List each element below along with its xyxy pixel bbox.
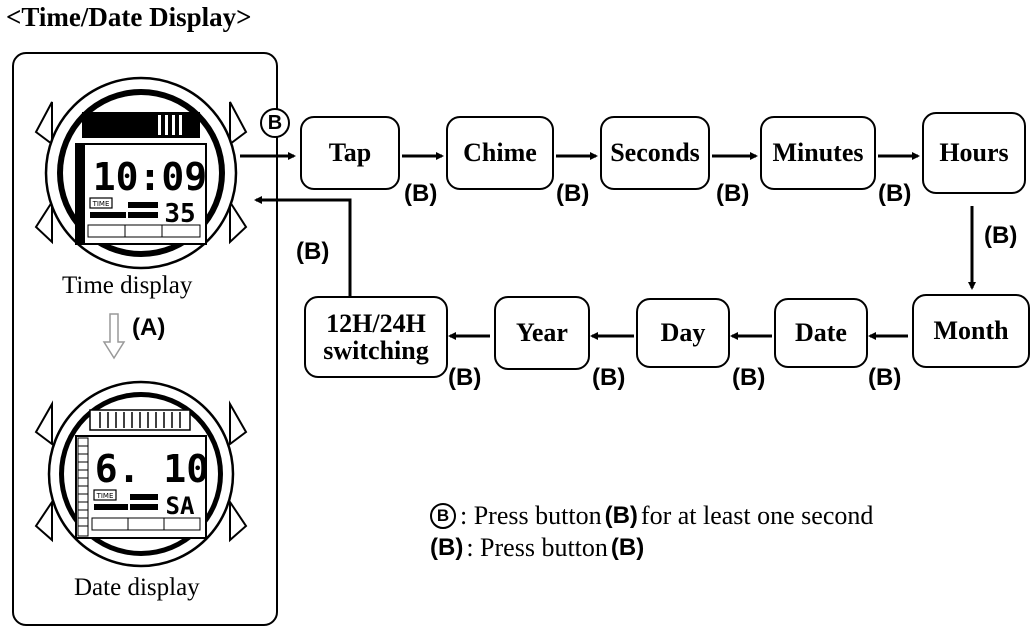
step-b-label: (B) xyxy=(878,180,912,207)
date-lcd-mode: TIME xyxy=(96,492,114,500)
node-chime: Chime xyxy=(446,116,554,190)
step-b-label: (B) xyxy=(448,364,482,391)
step-b-label: (B) xyxy=(404,180,438,207)
step-b-label: (B) xyxy=(732,364,766,391)
node-tap: Tap xyxy=(300,116,400,190)
step-b-label: (B) xyxy=(716,180,750,207)
page-title: <Time/Date Display> xyxy=(6,2,252,32)
step-b-label: (B) xyxy=(868,364,902,391)
watch-panel xyxy=(12,52,278,626)
date-display-watch: 6. 10 TIME SA xyxy=(34,380,248,568)
time-display-watch: 10:09 TIME 35 xyxy=(34,76,248,270)
legend-hold-button: (B) xyxy=(604,502,638,529)
time-display-caption: Time display xyxy=(62,272,193,299)
time-lcd-seconds: 35 xyxy=(164,199,195,229)
a-button-label: (A) xyxy=(132,314,166,341)
node-hours: Hours xyxy=(922,112,1026,194)
legend-press-button: (B) xyxy=(610,534,645,561)
switch-line-1: 12H/24H xyxy=(326,308,426,338)
node-minutes: Minutes xyxy=(760,116,876,190)
legend: B : Press button (B) for at least one se… xyxy=(430,500,873,564)
node-date: Date xyxy=(774,298,868,368)
node-day: Day xyxy=(636,298,730,368)
node-month: Month xyxy=(912,294,1030,368)
node-year: Year xyxy=(494,296,590,370)
date-display-caption: Date display xyxy=(74,574,200,601)
step-b-label: (B) xyxy=(592,364,626,391)
button-b-hold-icon: B xyxy=(260,108,290,138)
legend-hold-prefix: : Press button xyxy=(460,501,602,530)
switch-line-2: switching xyxy=(323,336,429,365)
node-seconds: Seconds xyxy=(600,116,710,190)
legend-hold-suffix: for at least one second xyxy=(640,501,874,530)
time-lcd-main: 10:09 xyxy=(93,155,207,199)
legend-hold-row: B : Press button (B) for at least one se… xyxy=(430,500,873,532)
node-12h-24h-switching: 12H/24H switching xyxy=(304,296,448,378)
step-b-label: (B) xyxy=(296,238,330,265)
step-b-label: (B) xyxy=(556,180,590,207)
legend-press-row: (B) : Press button (B) xyxy=(430,532,873,564)
step-b-label: (B) xyxy=(984,222,1018,249)
legend-press-prefix: : Press button xyxy=(466,533,608,562)
legend-press-symbol: (B) xyxy=(430,534,464,561)
button-b-hold-icon: B xyxy=(430,503,456,529)
down-hollow-arrow-icon xyxy=(102,313,126,360)
date-lcd-main: 6. 10 xyxy=(95,447,209,491)
time-lcd-mode: TIME xyxy=(92,200,110,208)
date-lcd-weekday: SA xyxy=(166,492,195,520)
